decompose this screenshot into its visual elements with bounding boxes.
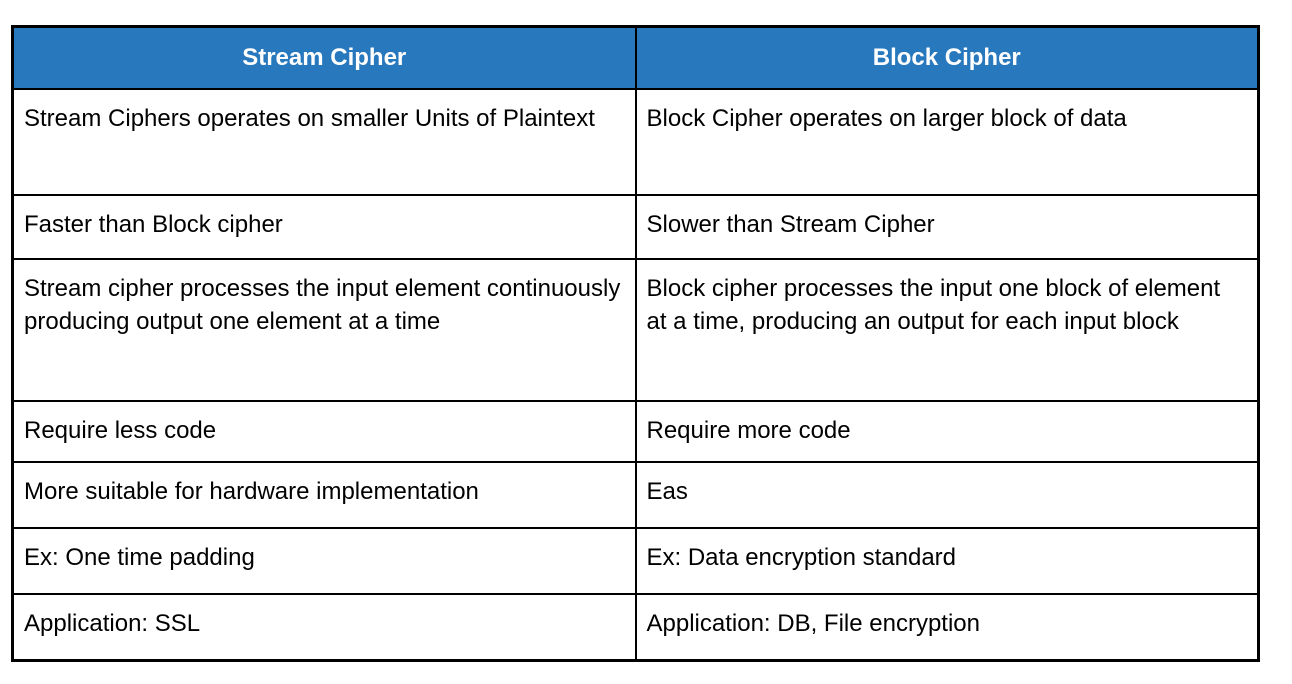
table-cell: More suitable for hardware implementatio… xyxy=(11,461,637,529)
column-header-block-cipher: Block Cipher xyxy=(634,25,1260,90)
table-cell: Ex: One time padding xyxy=(11,527,637,595)
table-cell: Stream cipher processes the input elemen… xyxy=(11,258,637,402)
table-row: Stream cipher processes the input elemen… xyxy=(11,258,1260,402)
table-row: Ex: One time padding Ex: Data encryption… xyxy=(11,527,1260,595)
table-cell: Require more code xyxy=(634,400,1260,463)
table-cell: Application: SSL xyxy=(11,593,637,662)
table-cell: Application: DB, File encryption xyxy=(634,593,1260,662)
table-row: Application: SSL Application: DB, File e… xyxy=(11,593,1260,662)
table-cell: Block Cipher operates on larger block of… xyxy=(634,88,1260,196)
table-cell: Block cipher processes the input one blo… xyxy=(634,258,1260,402)
table-cell: Faster than Block cipher xyxy=(11,194,637,260)
table-row: Require less code Require more code xyxy=(11,400,1260,463)
table-cell: Require less code xyxy=(11,400,637,463)
table-row: Stream Ciphers operates on smaller Units… xyxy=(11,88,1260,196)
table-row: Faster than Block cipher Slower than Str… xyxy=(11,194,1260,260)
header-row: Stream Cipher Block Cipher xyxy=(11,25,1260,90)
table-cell: Stream Ciphers operates on smaller Units… xyxy=(11,88,637,196)
cipher-comparison-table-wrap: Stream Cipher Block Cipher Stream Cipher… xyxy=(11,25,1260,662)
table-cell: Ex: Data encryption standard xyxy=(634,527,1260,595)
cipher-comparison-table: Stream Cipher Block Cipher Stream Cipher… xyxy=(11,25,1260,662)
table-cell: Eas xyxy=(634,461,1260,529)
column-header-stream-cipher: Stream Cipher xyxy=(11,25,637,90)
table-row: More suitable for hardware implementatio… xyxy=(11,461,1260,529)
table-cell: Slower than Stream Cipher xyxy=(634,194,1260,260)
